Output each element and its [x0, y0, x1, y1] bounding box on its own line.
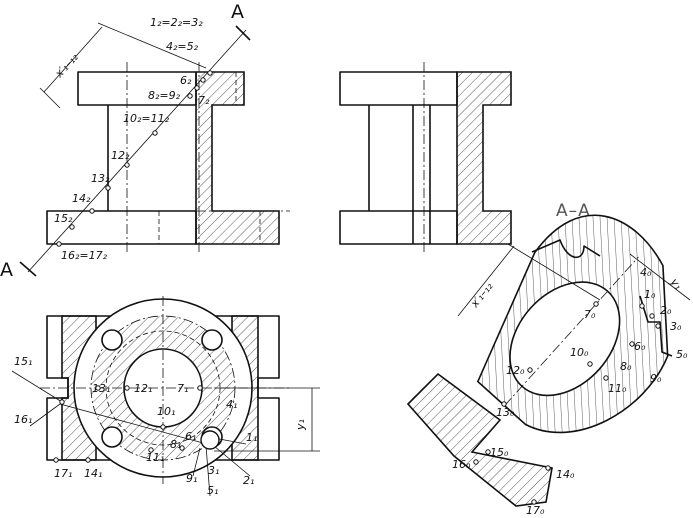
plan-small-boss	[200, 430, 220, 450]
plan-view: 15₁ 16₁ 13₁ 12₁ 7₁ 10₁ 4₁ 1₁ 8₁ 6₁ 11₁ 3…	[11, 296, 320, 497]
cut-label-top: A	[231, 1, 244, 23]
plan-label-3: 3₁	[208, 464, 219, 477]
sec-label-14: 14₀	[556, 468, 575, 481]
leader-16	[29, 403, 61, 427]
plan-hatched-ring	[90, 316, 235, 460]
sec-label-3: 3₀	[670, 320, 682, 333]
plan-label-17: 17₁	[54, 467, 72, 480]
section-base-plate	[406, 372, 553, 507]
sec-dim-y-label: y₁	[667, 275, 685, 292]
sec-label-8: 8₀	[620, 360, 632, 373]
sec-label-16: 16₀	[452, 458, 471, 471]
sec-dim-x-label: x′₁–₁₂	[468, 280, 496, 311]
sec-label-1: 1₀	[644, 288, 656, 301]
side-top-flange	[339, 71, 458, 106]
sec-label-6: 6₀	[634, 340, 646, 353]
sec-label-13: 13₀	[496, 406, 515, 419]
front-label-16: 16₂=17₂	[61, 249, 108, 262]
plan-label-5: 5₁	[207, 484, 218, 497]
section-title: A–A	[556, 201, 591, 221]
front-view: 1₂=2₂=3₂ 4₂=5₂ 6₂ 7₂ 8₂=9₂ 10₂=11₂ 12₂ 1…	[0, 1, 290, 281]
sec-label-2: 2₀	[660, 304, 672, 317]
front-cut-half	[195, 71, 280, 245]
dim-x-line	[43, 26, 103, 93]
front-label-12: 12₂	[111, 149, 130, 162]
plan-label-8: 8₁	[170, 438, 181, 451]
sec-label-12: 12₀	[506, 364, 525, 377]
sec-dim-x-line	[457, 245, 515, 317]
sec-label-4: 4₀	[640, 266, 652, 279]
front-label-15: 15₂	[54, 212, 73, 225]
plan-dim-y-label: y₁	[294, 419, 307, 431]
plan-label-2: 2₁	[243, 474, 254, 487]
plan-label-13: 13₁	[92, 382, 110, 395]
sec-dim-y-line	[629, 253, 691, 301]
bolt-hole-1	[101, 329, 123, 351]
front-label-10: 10₂=11₂	[123, 112, 170, 125]
sec-dim-x-ext	[507, 243, 601, 301]
dim-x-ext-1	[39, 87, 61, 109]
front-label-1: 1₂=2₂=3₂	[150, 16, 203, 29]
sec-label-17: 17₀	[526, 504, 545, 517]
plan-label-6: 6₁	[185, 430, 196, 443]
plan-label-16: 16₁	[14, 413, 32, 426]
front-label-14: 14₂	[72, 192, 91, 205]
plan-label-7: 7₁	[177, 382, 188, 395]
sec-label-5: 5₀	[676, 348, 688, 361]
bolt-hole-2	[201, 329, 223, 351]
plan-label-4: 4₁	[226, 398, 237, 411]
sec-label-10: 10₀	[570, 346, 589, 359]
plan-label-14: 14₁	[84, 467, 102, 480]
plan-cut-trace	[59, 403, 215, 447]
sec-label-7: 7₀	[584, 308, 596, 321]
leader-5	[205, 445, 211, 497]
plan-label-11: 11₁	[146, 451, 164, 464]
front-label-7: 7₂	[198, 94, 210, 107]
plan-label-9: 9₁	[186, 472, 197, 485]
cut-label-bottom: A	[0, 259, 13, 281]
sec-label-15: 15₀	[490, 446, 509, 459]
cut-mark-bottom	[19, 261, 37, 277]
front-label-6: 6₂	[180, 74, 192, 87]
front-label-4: 4₂=5₂	[166, 40, 199, 53]
bolt-hole-3	[101, 426, 123, 448]
section-axis	[504, 256, 639, 406]
side-bottom-flange	[339, 210, 458, 245]
dim-x-ext-2	[97, 22, 207, 69]
plan-label-12: 12₁	[134, 382, 152, 395]
side-cut-half	[456, 71, 512, 245]
plan-label-10: 10₁	[157, 405, 175, 418]
sec-label-9: 9₀	[650, 372, 662, 385]
plan-label-15: 15₁	[14, 355, 32, 368]
plan-label-1: 1₁	[246, 431, 257, 444]
cut-mark-top	[235, 25, 251, 41]
section-right-notch	[639, 295, 673, 357]
front-label-13: 13₂	[91, 172, 110, 185]
section-top-notch	[531, 239, 601, 259]
side-view	[339, 62, 512, 252]
section-aa: A–A x′₁–₁₂ y₁ 4₀ 1₀	[406, 201, 691, 517]
leader-15	[11, 370, 63, 403]
leader-2	[213, 445, 251, 477]
sec-label-11: 11₀	[608, 382, 627, 395]
leader-9	[192, 447, 201, 477]
front-label-8: 8₂=9₂	[148, 89, 181, 102]
